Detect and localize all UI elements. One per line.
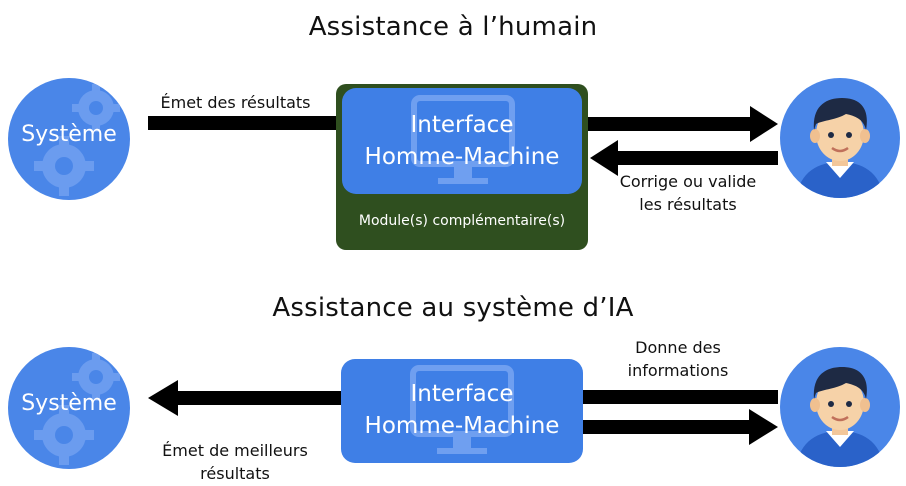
monitor-icon [411,95,515,184]
bottom-interface-line1: Interface [410,381,514,407]
top-interface-box: Interface Homme-Machine [342,88,582,194]
top-title: Assistance à l’humain [308,12,598,42]
user-avatar-icon [796,98,884,198]
gears-icon [34,84,120,196]
user-avatar-icon [796,367,884,467]
top-system-node: Système [8,78,130,200]
top-arrow-system-to-interface [148,116,340,130]
bottom-system-node: Système [8,347,130,469]
top-system-label: Système [21,122,117,147]
top-feedback-line2: les résultats [639,195,737,214]
gears-icon [34,353,120,465]
top-arrow-to-user [588,106,778,142]
top-module-box: Interface Homme-Machine Module(s) complé… [336,84,588,250]
bottom-info-line1: Donne des [635,338,721,357]
bottom-system-label: Système [21,391,117,416]
bottom-info-line2: informations [627,361,729,380]
top-user-node [780,78,900,198]
bottom-interface-box: Interface Homme-Machine [341,359,583,463]
top-arrow-out-label: Émet des résultats [160,93,311,112]
top-arrow-from-user [590,140,778,176]
top-feedback-line1: Corrige ou valide [619,172,757,191]
bottom-title: Assistance au système d’IA [272,293,634,323]
bottom-output-line2: résultats [200,464,270,483]
monitor-icon [410,365,514,454]
bottom-arrow-to-user [583,409,778,445]
bottom-user-node [780,347,900,467]
top-module-label: Module(s) complémentaire(s) [358,213,566,229]
top-interface-line2: Homme-Machine [364,144,560,170]
bottom-output-line1: Émet de meilleurs [162,441,308,460]
bottom-arrow-from-user [583,390,778,404]
top-interface-line1: Interface [410,112,514,138]
bottom-interface-line2: Homme-Machine [364,413,560,439]
bottom-arrow-to-system [148,380,344,416]
